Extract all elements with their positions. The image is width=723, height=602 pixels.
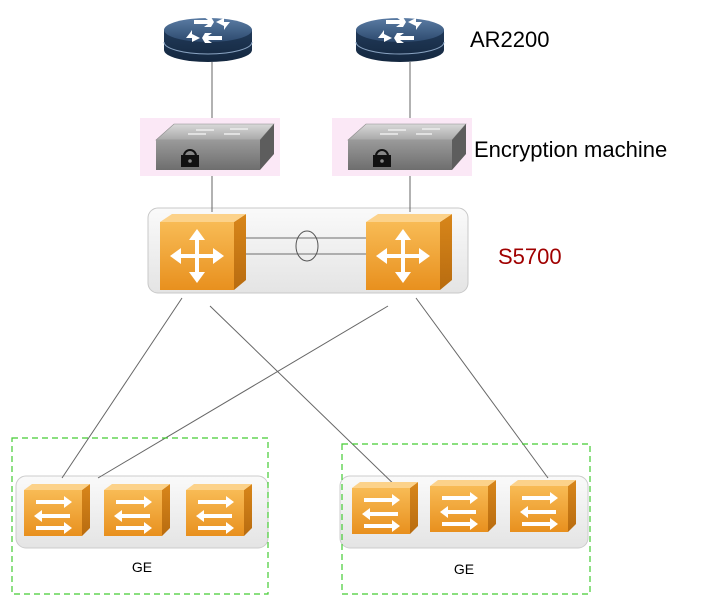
link-core2-right (415, 297, 549, 479)
l2-switch-icon (430, 480, 496, 532)
network-links (61, 62, 549, 495)
link-core1-right (209, 305, 405, 495)
l2-switch-icon (24, 484, 90, 536)
link-core1-left (61, 297, 183, 479)
core-switch-label: S5700 (498, 244, 562, 269)
router-label: AR2200 (470, 27, 550, 52)
router-icon (163, 16, 253, 63)
l2-switch-icon (104, 484, 170, 536)
encryption-label: Encryption machine (474, 137, 667, 162)
link-core2-left (97, 305, 389, 479)
l2-switch-icon (510, 480, 576, 532)
l2-switch-icon (186, 484, 252, 536)
l3-switch-icon (158, 212, 248, 292)
l2-switch-icon (352, 482, 418, 534)
core-stack-link (246, 230, 368, 262)
right-group-border (341, 443, 591, 595)
l3-switch-icon (364, 212, 454, 292)
encryption-device-icon (331, 117, 473, 177)
encryption-device-icon (139, 117, 281, 177)
router-icon (355, 16, 445, 63)
right-group-label: GE (454, 561, 474, 577)
left-group-border (11, 437, 269, 595)
left-group-label: GE (132, 559, 152, 575)
